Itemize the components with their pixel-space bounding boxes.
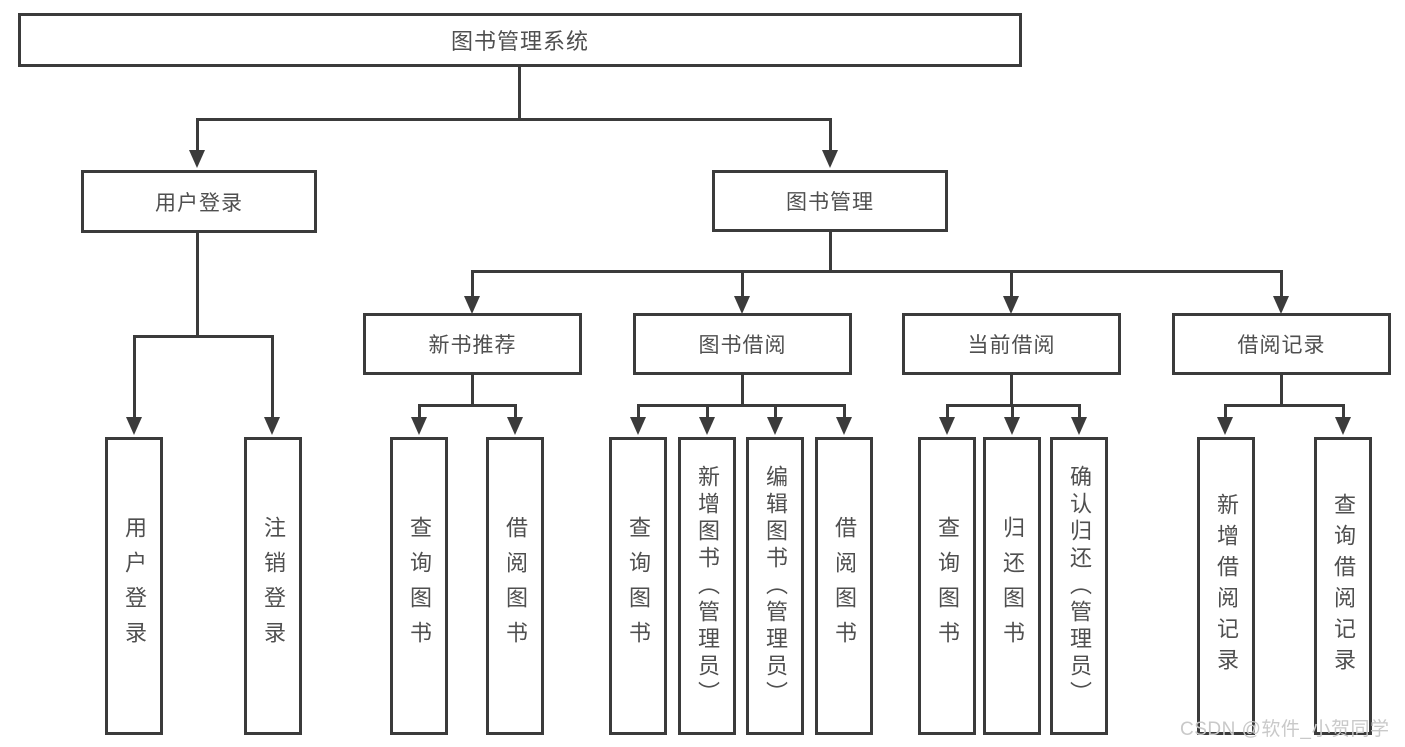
leaf-borrow-add-books-admin: 新增图书（管理员） [678, 437, 736, 735]
arrow-down-icon [126, 417, 142, 435]
arrow-down-icon [1273, 296, 1289, 314]
leaf-logout: 注销登录 [244, 437, 302, 735]
node-label: 用户登录 [122, 516, 147, 656]
connector-hline [1224, 404, 1344, 407]
node-library-management-system: 图书管理系统 [18, 13, 1022, 67]
node-label: 归还图书 [1000, 516, 1025, 656]
leaf-borrow-borrow-books: 借阅图书 [815, 437, 873, 735]
node-label: 新增借阅记录 [1214, 493, 1239, 679]
connector-vline [706, 404, 709, 419]
connector-vline [1011, 404, 1014, 419]
node-label: 借阅图书 [832, 516, 857, 656]
connector-vline [774, 404, 777, 419]
node-label: 查询图书 [935, 516, 960, 656]
connector-vline [1010, 270, 1013, 298]
node-label: 查询图书 [626, 516, 651, 656]
connector-vline [514, 404, 517, 419]
leaf-newbooks-query-books: 查询图书 [390, 437, 448, 735]
arrow-down-icon [836, 417, 852, 435]
connector-vline [843, 404, 846, 419]
node-borrow-records: 借阅记录 [1172, 313, 1391, 375]
connector-vline [1078, 404, 1081, 419]
connector-vline [829, 232, 832, 272]
connector-hline [133, 335, 274, 338]
connector-hline [637, 404, 846, 407]
node-book-borrow: 图书借阅 [633, 313, 852, 375]
arrow-down-icon [1004, 417, 1020, 435]
connector-vline [471, 270, 474, 298]
leaf-current-query-books: 查询图书 [918, 437, 976, 735]
node-label: 借阅图书 [503, 516, 528, 656]
node-label: 图书管理系统 [450, 29, 589, 54]
leaf-user-login: 用户登录 [105, 437, 163, 735]
connector-vline [741, 270, 744, 298]
leaf-records-add-record: 新增借阅记录 [1197, 437, 1255, 735]
arrow-down-icon [1071, 417, 1087, 435]
connector-vline [418, 404, 421, 419]
node-label: 编辑图书（管理员） [763, 464, 788, 708]
leaf-borrow-query-books: 查询图书 [609, 437, 667, 735]
arrow-down-icon [507, 417, 523, 435]
arrow-down-icon [699, 417, 715, 435]
arrow-down-icon [822, 150, 838, 168]
node-label: 注销登录 [261, 516, 286, 656]
leaf-current-confirm-return-admin: 确认归还（管理员） [1050, 437, 1108, 735]
node-label: 借阅记录 [1237, 334, 1326, 357]
leaf-records-query-record: 查询借阅记录 [1314, 437, 1372, 735]
connector-vline [196, 233, 199, 337]
node-label: 确认归还（管理员） [1067, 464, 1092, 708]
node-user-login: 用户登录 [81, 170, 317, 233]
leaf-borrow-edit-books-admin: 编辑图书（管理员） [746, 437, 804, 735]
connector-hline [196, 118, 832, 121]
arrow-down-icon [189, 150, 205, 168]
arrow-down-icon [1217, 417, 1233, 435]
connector-vline [637, 404, 640, 419]
connector-hline [471, 270, 1282, 273]
node-label: 新书推荐 [428, 334, 517, 357]
arrow-down-icon [1003, 296, 1019, 314]
node-label: 当前借阅 [967, 334, 1056, 357]
arrow-down-icon [411, 417, 427, 435]
node-book-management: 图书管理 [712, 170, 948, 232]
connector-vline [196, 118, 199, 152]
node-label: 新增图书（管理员） [695, 464, 720, 708]
leaf-newbooks-borrow-books: 借阅图书 [486, 437, 544, 735]
connector-hline [418, 404, 517, 407]
connector-vline [946, 404, 949, 419]
node-label: 图书管理 [786, 191, 874, 214]
connector-vline [741, 375, 744, 406]
node-label: 图书借阅 [698, 334, 787, 357]
connector-vline [1224, 404, 1227, 419]
connector-vline [1280, 270, 1283, 298]
connector-vline [133, 335, 136, 419]
connector-vline [1280, 375, 1283, 406]
arrow-down-icon [264, 417, 280, 435]
arrow-down-icon [630, 417, 646, 435]
leaf-current-return-books: 归还图书 [983, 437, 1041, 735]
connector-vline [1342, 404, 1345, 419]
arrow-down-icon [767, 417, 783, 435]
arrow-down-icon [464, 296, 480, 314]
connector-vline [829, 118, 832, 152]
node-label: 查询借阅记录 [1331, 493, 1356, 679]
node-current-borrow: 当前借阅 [902, 313, 1121, 375]
arrow-down-icon [939, 417, 955, 435]
arrow-down-icon [734, 296, 750, 314]
node-label: 用户登录 [155, 191, 243, 215]
connector-vline [271, 335, 274, 419]
connector-vline [1010, 375, 1013, 406]
connector-vline [518, 66, 521, 120]
csdn-watermark: CSDN @软件_小贺同学 [1180, 719, 1390, 740]
arrow-down-icon [1335, 417, 1351, 435]
connector-vline [471, 375, 474, 406]
node-label: 查询图书 [407, 516, 432, 656]
node-new-book-recommend: 新书推荐 [363, 313, 582, 375]
